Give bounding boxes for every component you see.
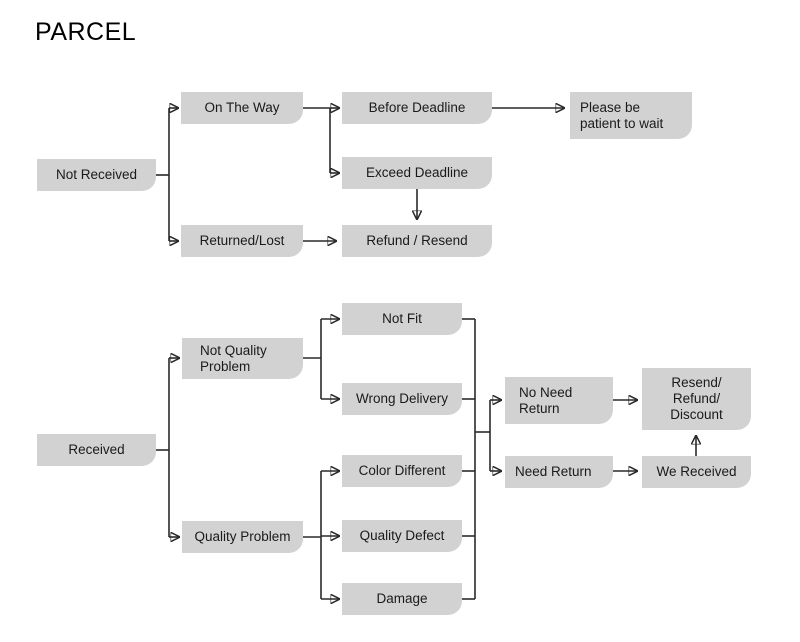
node-returned-lost[interactable]: Returned/Lost bbox=[181, 225, 303, 257]
node-damage[interactable]: Damage bbox=[342, 583, 462, 615]
node-resend-refund-discount[interactable]: Resend/ Refund/ Discount bbox=[642, 368, 751, 430]
node-need-return[interactable]: Need Return bbox=[505, 456, 613, 488]
node-received[interactable]: Received bbox=[37, 434, 156, 466]
page-title: PARCEL bbox=[35, 18, 137, 46]
node-before-deadline[interactable]: Before Deadline bbox=[342, 92, 492, 124]
node-not-fit[interactable]: Not Fit bbox=[342, 303, 462, 335]
node-not-received[interactable]: Not Received bbox=[37, 159, 156, 191]
node-we-received[interactable]: We Received bbox=[642, 456, 751, 488]
node-quality-problem[interactable]: Quality Problem bbox=[182, 521, 303, 553]
node-please-be-patient[interactable]: Please be patient to wait bbox=[570, 92, 692, 139]
node-on-the-way[interactable]: On The Way bbox=[181, 92, 303, 124]
node-refund-resend[interactable]: Refund / Resend bbox=[342, 225, 492, 257]
node-exceed-deadline[interactable]: Exceed Deadline bbox=[342, 157, 492, 189]
node-no-need-return[interactable]: No Need Return bbox=[505, 377, 613, 424]
node-color-different[interactable]: Color Different bbox=[342, 455, 462, 487]
node-not-quality-problem[interactable]: Not Quality Problem bbox=[182, 338, 303, 379]
node-wrong-delivery[interactable]: Wrong Delivery bbox=[342, 383, 462, 415]
node-quality-defect[interactable]: Quality Defect bbox=[342, 520, 462, 552]
